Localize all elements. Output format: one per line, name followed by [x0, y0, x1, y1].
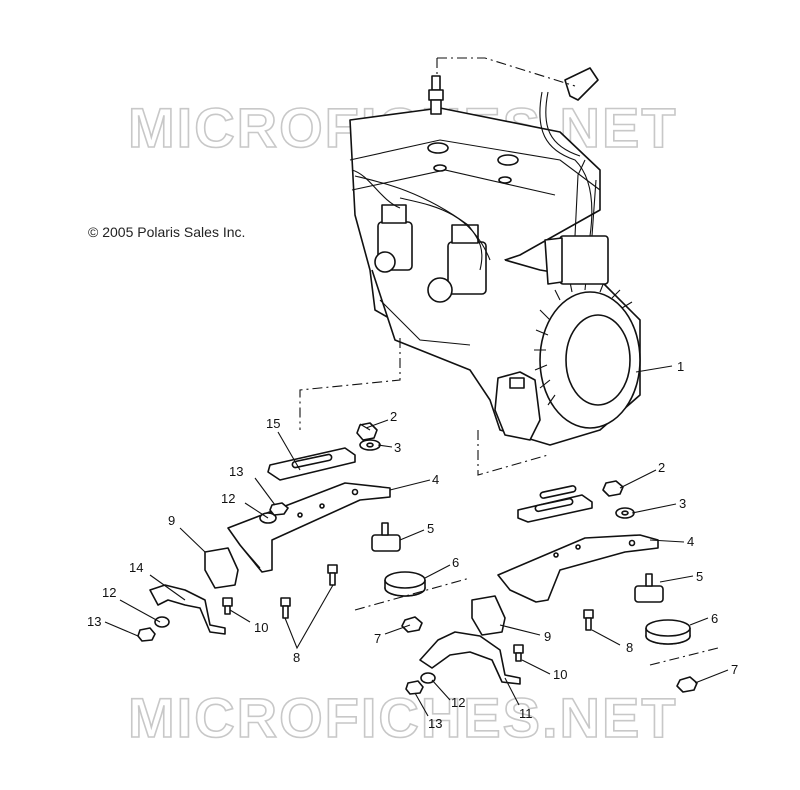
- spark-plug: [428, 75, 444, 115]
- washer-right-bottom: [420, 672, 436, 684]
- bolt-right-10: [513, 644, 524, 662]
- rubber-block-left: [204, 547, 239, 589]
- cushion-left: [384, 571, 426, 597]
- callout-9: 9: [168, 513, 175, 528]
- watermark-bottom: MICROFICHES.NET: [128, 686, 678, 749]
- nut-left-top: [356, 422, 378, 441]
- callout-10: 10: [254, 620, 268, 635]
- callout-2: 2: [658, 460, 665, 475]
- callout-12: 12: [102, 585, 116, 600]
- washer-left-bottom: [154, 616, 170, 628]
- callout-13: 13: [229, 464, 243, 479]
- callout-7: 7: [731, 662, 738, 677]
- callout-14: 14: [129, 560, 143, 575]
- rubber-mount-right: [634, 573, 664, 603]
- cushion-right: [645, 619, 691, 645]
- washer-left-top: [359, 439, 381, 451]
- callout-5: 5: [696, 569, 703, 584]
- callout-10: 10: [553, 667, 567, 682]
- nut-right-bottom: [676, 676, 698, 693]
- bolt-right-a: [583, 609, 594, 631]
- callout-1: 1: [677, 359, 684, 374]
- bolt-left-b: [327, 564, 338, 586]
- callout-13: 13: [428, 716, 442, 731]
- callout-9: 9: [544, 629, 551, 644]
- carburetor-left: [374, 204, 413, 273]
- callout-8: 8: [626, 640, 633, 655]
- callout-labels: 1 2 2 3 3 4 4 5 5 6 6 7 7 8 8 9 9 10 10 …: [87, 359, 738, 731]
- lower-bracket-left: [149, 584, 226, 635]
- copyright-notice: © 2005 Polaris Sales Inc.: [88, 224, 246, 240]
- callout-7: 7: [374, 631, 381, 646]
- callout-6: 6: [711, 611, 718, 626]
- callout-11: 11: [519, 706, 533, 721]
- mount-bracket-left: [227, 482, 391, 573]
- callout-3: 3: [394, 440, 401, 455]
- nut-right-top: [602, 480, 624, 497]
- mount-bracket-right: [497, 534, 659, 603]
- nut-right-bottom-13: [405, 680, 424, 695]
- callout-3: 3: [679, 496, 686, 511]
- engine-assembly: [299, 57, 641, 476]
- nut-left-bottom: [401, 616, 423, 633]
- callout-4: 4: [432, 472, 439, 487]
- nut-left-mid: [269, 502, 289, 516]
- callout-2: 2: [390, 409, 397, 424]
- washer-right-top: [615, 507, 635, 519]
- leader-lines: [104, 365, 729, 717]
- callout-15: 15: [266, 416, 280, 431]
- callout-13: 13: [87, 614, 101, 629]
- rubber-mount-left: [371, 522, 401, 552]
- callout-4: 4: [687, 534, 694, 549]
- spacer-plate-left: [267, 447, 356, 481]
- nut-left-bottom-13: [137, 627, 156, 642]
- callout-8: 8: [293, 650, 300, 665]
- rubber-block-right: [471, 595, 506, 636]
- carburetor-right: [427, 224, 487, 303]
- callout-12: 12: [221, 491, 235, 506]
- lower-bracket-right: [419, 631, 521, 685]
- callout-12: 12: [451, 695, 465, 710]
- callout-5: 5: [427, 521, 434, 536]
- ignition-coil: [544, 159, 609, 285]
- callout-6: 6: [452, 555, 459, 570]
- bolt-left-a: [280, 597, 291, 619]
- spacer-plate-right: [517, 485, 593, 523]
- bolt-left-10: [222, 597, 233, 615]
